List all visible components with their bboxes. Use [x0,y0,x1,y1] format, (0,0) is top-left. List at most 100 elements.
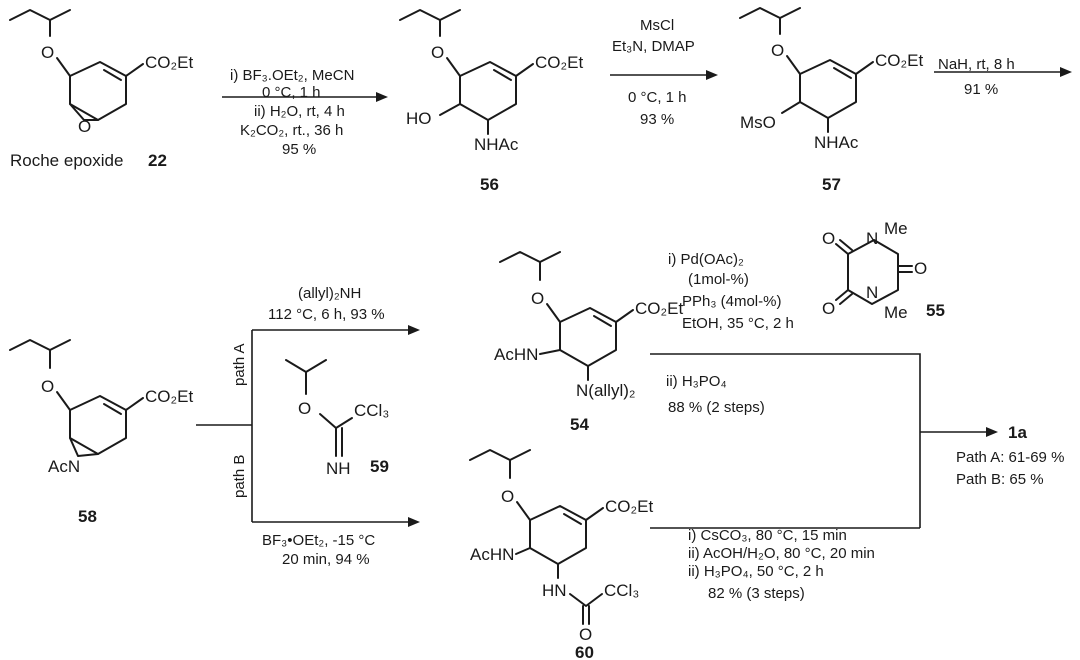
compound-number-56: 56 [480,175,499,194]
svg-text:i) BF₃.OEt₂, MeCN: i) BF₃.OEt₂, MeCN [230,67,354,84]
arrow-head-step3 [1060,67,1072,77]
compound-number-54: 54 [570,415,589,434]
product-number: 1a [1008,423,1027,442]
ester-bond-56 [515,63,534,77]
svg-text:112 °C, 6 h, 93 %: 112 °C, 6 h, 93 % [268,306,385,323]
svg-text:AcHN: AcHN [494,345,538,364]
yield-path-a: Path A: 61-69 % [956,449,1064,466]
svg-text:AcHN: AcHN [470,545,514,564]
svg-text:O: O [41,377,54,396]
ether-bond-60 [516,501,531,521]
acetamide-bond-60 [515,547,531,555]
svg-text:O: O [298,399,311,418]
path-b-label: path B [231,455,248,498]
ether-o-22: O [41,43,54,62]
epoxide-22 [69,103,99,121]
compound-57: O CO₂Et MsO NHAc 57 [739,7,923,194]
ring-58 [69,395,127,455]
path-a-label: path A [231,343,248,386]
ring-60 [529,505,587,565]
svg-text:CO₂Et: CO₂Et [635,299,683,318]
branch-line [196,329,410,523]
svg-text:ii) H₃PO₄, 50 °C, 2 h: ii) H₃PO₄, 50 °C, 2 h [688,563,824,580]
ester-22: CO₂Et [145,53,193,72]
svg-text:Et₃N, DMAP: Et₃N, DMAP [612,38,695,55]
isopropyl-59 [285,359,327,395]
merge-arrows [650,353,988,529]
compound-number-60: 60 [575,643,594,660]
ring-56 [459,61,517,121]
pentyl-chain-58 [9,339,71,369]
arrow-head-step1 [376,92,388,102]
svg-text:NH: NH [326,459,351,478]
svg-text:20 min, 94 %: 20 min, 94 % [282,551,370,568]
conditions-deprotection-b: i) CsCO₃, 80 °C, 15 min ii) AcOH/H₂O, 80… [688,527,875,602]
compound-22: O CO₂Et O Roche epoxide 22 [9,9,193,170]
svg-text:O: O [579,625,592,644]
pentyl-chain-56 [399,9,461,37]
svg-text:82 % (3 steps): 82 % (3 steps) [708,585,805,602]
ether-bond-57 [786,55,801,75]
ring-double-bond-58 [103,403,122,415]
svg-text:NaH, rt, 8 h: NaH, rt, 8 h [938,56,1015,73]
compound-59: O CCl₃ NH 59 [285,359,389,478]
svg-text:EtOH, 35 °C, 2 h: EtOH, 35 °C, 2 h [682,315,794,332]
product-1a: 1a Path A: 61-69 % Path B: 65 % [956,423,1064,488]
svg-text:HO: HO [406,109,432,128]
pentyl-chain-60 [469,449,531,479]
svg-text:HN: HN [542,581,567,600]
ester-bond-58 [125,397,144,411]
svg-text:CO₂Et: CO₂Et [535,53,583,72]
svg-text:Me: Me [884,219,908,238]
mesyl-bond-57 [781,101,801,114]
svg-text:O: O [822,229,835,248]
svg-text:N: N [866,283,878,302]
svg-text:O: O [501,487,514,506]
svg-text:CO₂Et: CO₂Et [145,387,193,406]
ester-bond-57 [855,61,874,75]
pentyl-chain-54 [499,251,561,281]
ring-54 [559,307,617,367]
conditions-step3: NaH, rt, 8 h 91 % [938,56,1015,98]
svg-text:O: O [771,41,784,60]
ring-22 [69,61,127,121]
svg-text:O: O [531,289,544,308]
pentyl-chain-57 [739,7,801,35]
svg-text:MsO: MsO [740,113,776,132]
pentyl-chain-22 [9,9,71,37]
conditions-deprotection-a: i) Pd(OAc)₂ (1mol-%) PPh₃ (4mol-%) EtOH,… [666,251,794,416]
ester-bond-54 [615,309,634,323]
ether-bond-54 [546,303,561,323]
svg-text:0 °C, 1 h: 0 °C, 1 h [262,84,321,101]
ring-double-bond-54 [593,315,612,327]
ether-bond-58 [56,391,71,411]
yield-path-b: Path B: 65 % [956,471,1044,488]
svg-text:NHAc: NHAc [474,135,519,154]
compound-number-58: 58 [78,507,97,526]
svg-text:CO₂Et: CO₂Et [875,51,923,70]
svg-text:CCl₃: CCl₃ [604,581,639,600]
svg-text:95 %: 95 % [282,141,316,158]
conditions-step2: MsCl Et₃N, DMAP 0 °C, 1 h 93 % [612,17,695,128]
trichloroacetamide-60 [557,563,603,625]
svg-text:O: O [822,299,835,318]
aziridine-58 [69,437,99,457]
compound-number-22: 22 [148,151,167,170]
svg-text:91 %: 91 % [964,81,998,98]
svg-text:N(allyl)₂: N(allyl)₂ [576,381,635,400]
epoxide-o-22: O [78,117,91,136]
ester-bond-22 [125,63,144,77]
svg-text:i) Pd(OAc)₂: i) Pd(OAc)₂ [668,251,744,268]
compound-54: O CO₂Et AcHN N(allyl)₂ 54 [494,251,683,434]
svg-text:CO₂Et: CO₂Et [605,497,653,516]
svg-text:ii) AcOH/H₂O, 80 °C, 20 min: ii) AcOH/H₂O, 80 °C, 20 min [688,545,875,562]
svg-text:ii) H₂O, rt, 4 h: ii) H₂O, rt, 4 h [254,103,345,120]
svg-text:MsCl: MsCl [640,17,674,34]
conditions-pathB: BF₃•OEt₂, -15 °C 20 min, 94 % [262,532,375,568]
compound-60: O CO₂Et AcHN HN CCl₃ O 60 [469,449,653,660]
conditions-step1: i) BF₃.OEt₂, MeCN 0 °C, 1 h ii) H₂O, rt,… [230,67,354,158]
svg-text:AcN: AcN [48,457,80,476]
svg-text:(allyl)₂NH: (allyl)₂NH [298,285,361,302]
svg-text:88 % (2 steps): 88 % (2 steps) [668,399,765,416]
svg-text:O: O [914,259,927,278]
